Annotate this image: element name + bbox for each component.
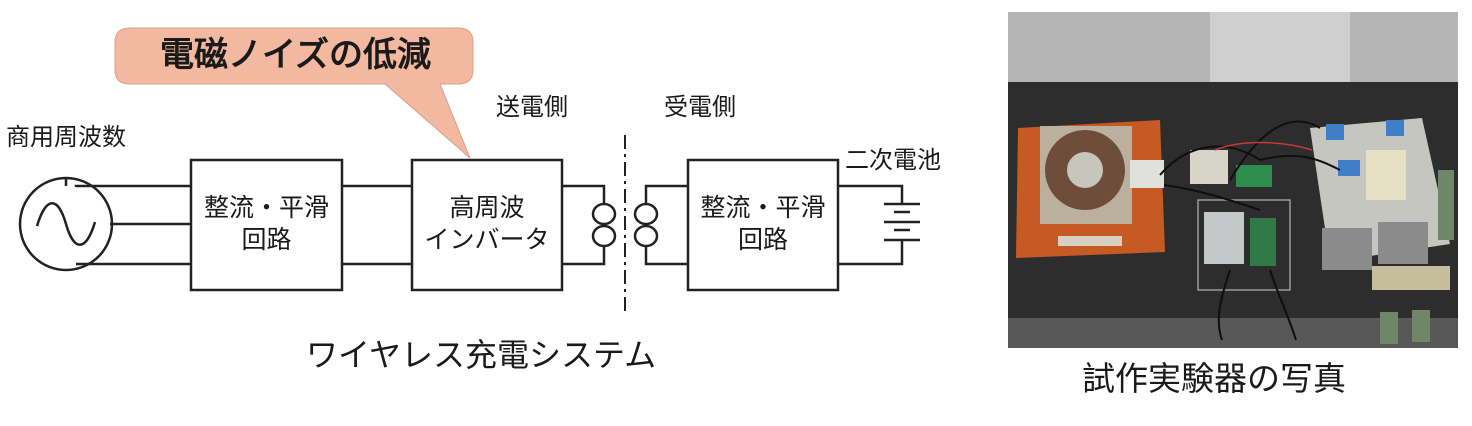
rectifier-1-line1: 整流・平滑: [203, 193, 329, 222]
rectifier-1-line2: 回路: [241, 225, 292, 254]
callout-label: 電磁ノイズの低減: [160, 35, 431, 75]
rectifier-block-1: [189, 158, 344, 292]
diagram-caption: ワイヤレス充電システム: [306, 336, 657, 374]
source-label: 商用周波数: [6, 123, 126, 151]
inverter-label: 高周波 インバータ: [412, 192, 562, 256]
tx-side-label: 送電側: [496, 93, 568, 121]
rectifier-2-line2: 回路: [737, 225, 788, 254]
prototype-photo: [1008, 12, 1458, 348]
rectifier-2-line1: 整流・平滑: [700, 193, 826, 222]
battery-label: 二次電池: [845, 146, 941, 174]
inverter-block: [410, 158, 564, 292]
inverter-line1: 高周波: [449, 193, 525, 222]
rectifier-1-label: 整流・平滑 回路: [191, 192, 342, 256]
inverter-line2: インバータ: [424, 225, 550, 254]
rectifier-block-2: [686, 158, 840, 292]
primary-coil-symbol: [591, 202, 617, 248]
battery-symbol: [884, 202, 920, 242]
ac-source-symbol: [18, 176, 114, 272]
callout-bubble: [114, 27, 474, 159]
rectifier-2-label: 整流・平滑 回路: [688, 192, 838, 256]
photo-caption: 試作実験器の写真: [1082, 359, 1346, 398]
rx-side-label: 受電側: [664, 93, 736, 121]
secondary-coil-symbol: [633, 202, 659, 248]
wires: [64, 178, 904, 266]
